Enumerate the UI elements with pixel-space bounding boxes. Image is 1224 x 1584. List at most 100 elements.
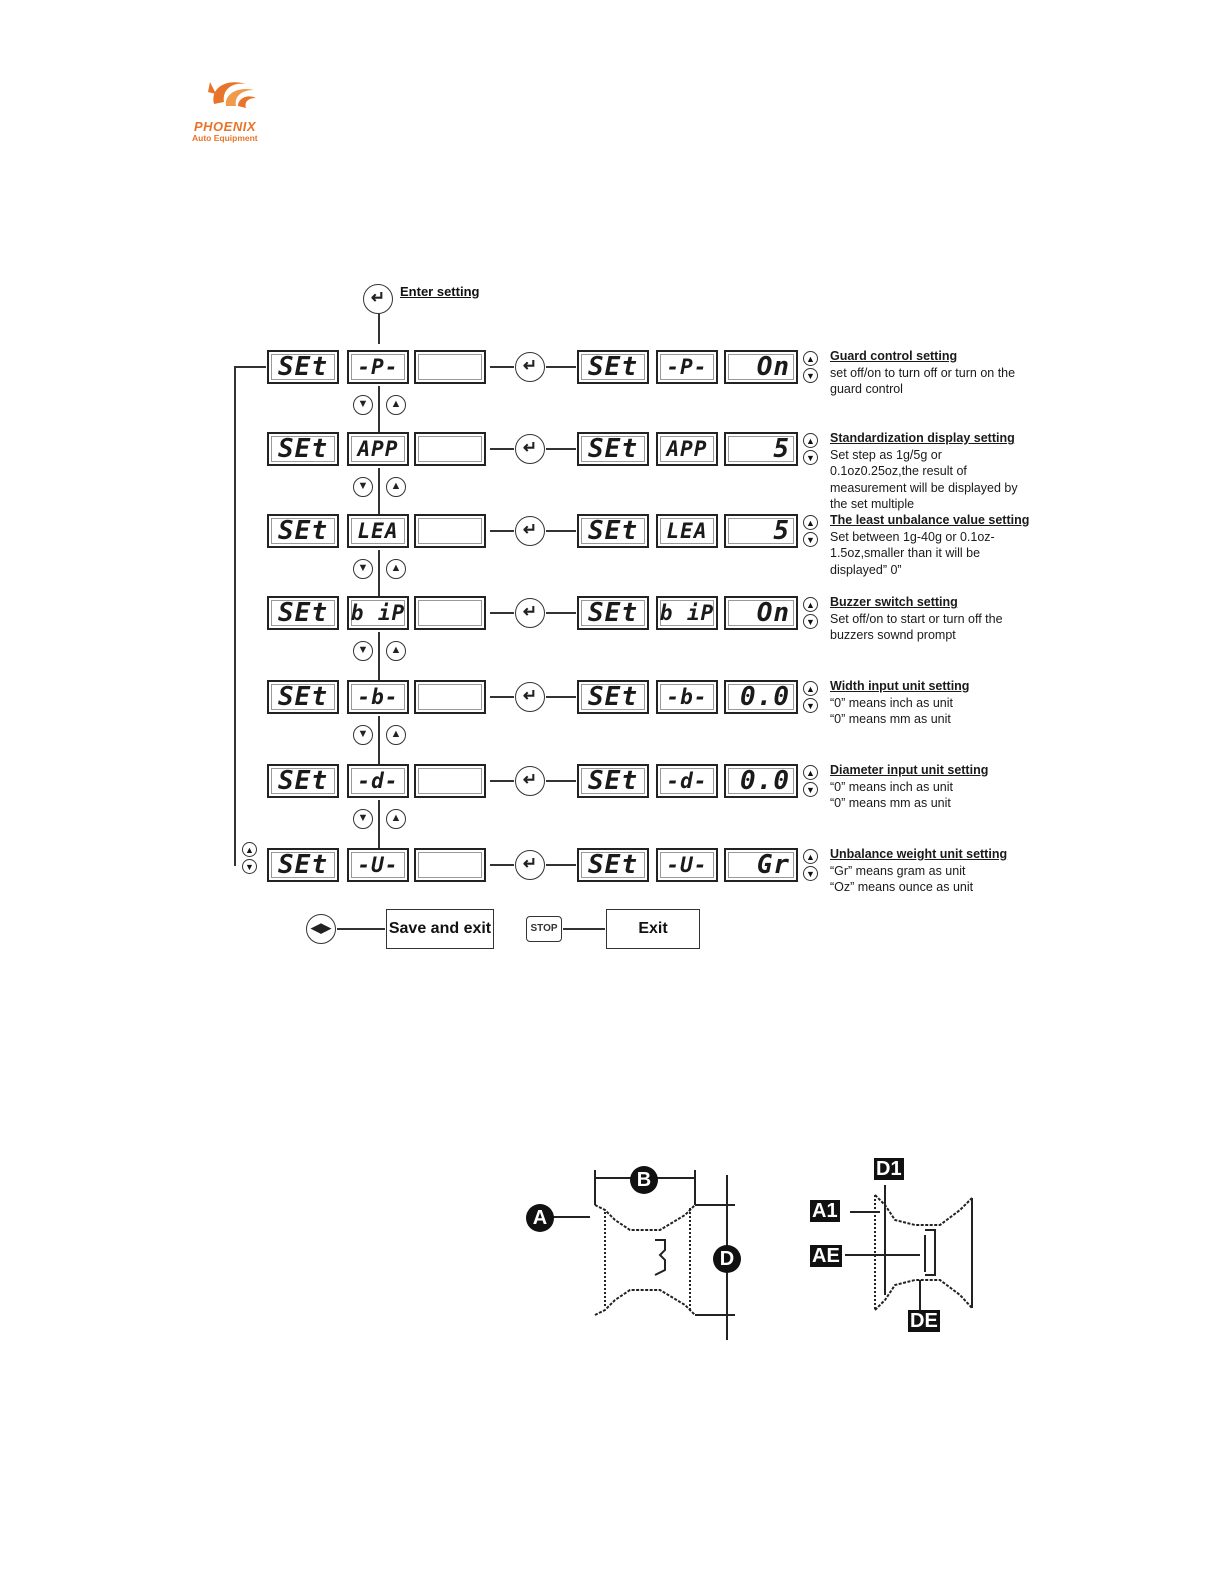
loop-line: [234, 366, 236, 866]
set-display: SEt: [267, 764, 339, 798]
down-arrow-icon: ▼: [353, 641, 373, 661]
enter-key-icon: ↵: [515, 682, 545, 712]
down-arrow-icon: ▼: [353, 395, 373, 415]
up-arrow-icon: ▲: [386, 559, 406, 579]
value-display: On: [724, 596, 798, 630]
up-arrow-icon: ▲: [803, 765, 818, 780]
up-arrow-icon: ▲: [242, 842, 257, 857]
setting-description: Width input unit setting“0” means inch a…: [830, 678, 1060, 728]
connector-line: [337, 928, 385, 930]
code-display: APP: [347, 432, 409, 466]
setting-description-line: “0” means mm as unit: [830, 796, 951, 810]
enter-key-icon: ↵: [515, 352, 545, 382]
up-arrow-icon: ▲: [803, 515, 818, 530]
up-arrow-icon: ▲: [386, 395, 406, 415]
up-arrow-icon: ▲: [386, 725, 406, 745]
code-display: -d-: [347, 764, 409, 798]
value-arrow-keys: ▲▼: [803, 597, 819, 631]
connector-line: [378, 550, 380, 596]
logo-subtitle-text: Auto Equipment: [192, 133, 258, 143]
value-display: On: [724, 350, 798, 384]
setting-description: Unbalance weight unit setting“Gr” means …: [830, 846, 1060, 896]
code-display: -U-: [656, 848, 718, 882]
phoenix-logo: PHOENIX Auto Equipment: [190, 76, 280, 146]
blank-display: [414, 596, 486, 630]
up-arrow-icon: ▲: [386, 641, 406, 661]
setting-title: Standardization display setting: [830, 431, 1015, 445]
setting-description-line: 1.5oz,smaller than it will be: [830, 546, 981, 560]
set-display: SEt: [577, 432, 649, 466]
setting-title: Buzzer switch setting: [830, 595, 958, 609]
code-display: LEA: [347, 514, 409, 548]
value-display: 5: [724, 432, 798, 466]
set-display: SEt: [577, 848, 649, 882]
down-arrow-icon: ▼: [353, 559, 373, 579]
blank-display: [414, 848, 486, 882]
set-display: SEt: [267, 680, 339, 714]
connector-line: [378, 632, 380, 680]
code-display: -d-: [656, 764, 718, 798]
down-arrow-icon: ▼: [242, 859, 257, 874]
loop-line-top: [234, 366, 266, 368]
down-arrow-icon: ▼: [803, 614, 818, 629]
enter-key-icon: ↵: [515, 598, 545, 628]
down-arrow-icon: ▼: [803, 698, 818, 713]
set-display: SEt: [577, 350, 649, 384]
up-arrow-icon: ▲: [803, 849, 818, 864]
rim-label-a: A: [526, 1204, 554, 1232]
down-arrow-icon: ▼: [803, 368, 818, 383]
connector-line: [490, 696, 514, 698]
set-display: SEt: [267, 848, 339, 882]
rim-label-a1: A1: [810, 1200, 840, 1222]
set-display: SEt: [267, 596, 339, 630]
connector-line: [490, 366, 514, 368]
connector-line: [546, 696, 576, 698]
exit-box: Exit: [606, 909, 700, 949]
code-display: APP: [656, 432, 718, 466]
setting-description-line: Set off/on to start or turn off the: [830, 611, 1003, 626]
connector-line: [546, 612, 576, 614]
enter-key-icon: ↵: [515, 434, 545, 464]
connector-line: [378, 800, 380, 848]
rim-label-de: DE: [908, 1310, 940, 1332]
rim-label-d: D: [713, 1245, 741, 1273]
value-display: 0.0: [724, 680, 798, 714]
value-arrow-keys: ▲▼: [803, 681, 819, 715]
code-display: b iP: [656, 596, 718, 630]
connector-line: [490, 448, 514, 450]
blank-display: [414, 350, 486, 384]
connector-line: [563, 928, 605, 930]
up-arrow-icon: ▲: [803, 351, 818, 366]
value-display: 0.0: [724, 764, 798, 798]
connector-line: [490, 780, 514, 782]
value-arrow-keys: ▲▼: [803, 765, 819, 799]
save-and-exit-box: Save and exit: [386, 909, 494, 949]
loop-arrow-keys: ▲ ▼: [242, 842, 258, 876]
value-arrow-keys: ▲▼: [803, 849, 819, 883]
rim-label-ae: AE: [810, 1245, 842, 1267]
connector-line: [378, 468, 380, 514]
up-arrow-icon: ▲: [803, 681, 818, 696]
rim-label-d1: D1: [874, 1158, 904, 1180]
blank-display: [414, 432, 486, 466]
code-display: LEA: [656, 514, 718, 548]
down-arrow-icon: ▼: [353, 725, 373, 745]
code-display: -U-: [347, 848, 409, 882]
setting-description-line: Set between 1g-40g or 0.1oz-: [830, 529, 995, 544]
setting-description-line: buzzers sownd prompt: [830, 628, 956, 642]
set-display: SEt: [267, 514, 339, 548]
set-display: SEt: [577, 764, 649, 798]
connector-line: [546, 864, 576, 866]
blank-display: [414, 680, 486, 714]
setting-description-line: 0.1oz0.25oz,the result of: [830, 464, 967, 478]
logo-brand-text: PHOENIX: [194, 119, 257, 134]
setting-title: Width input unit setting: [830, 679, 970, 693]
enter-key-icon: ↵: [515, 850, 545, 880]
down-arrow-icon: ▼: [803, 782, 818, 797]
connector-line: [378, 716, 380, 764]
down-arrow-icon: ▼: [803, 866, 818, 881]
code-display: b iP: [347, 596, 409, 630]
up-arrow-icon: ▲: [386, 477, 406, 497]
